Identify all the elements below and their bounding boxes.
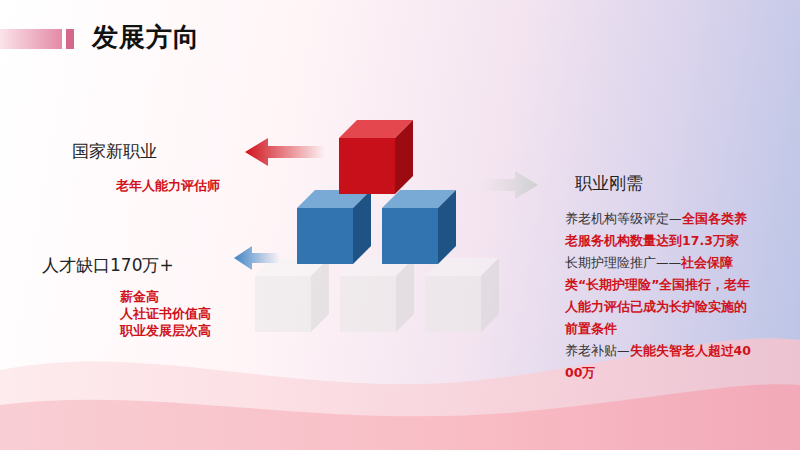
point-lead: 养老补贴—: [565, 343, 630, 358]
benefit-list: 薪金高 人社证书价值高 职业发展层次高: [120, 288, 211, 339]
section-heading: 职业刚需: [575, 172, 643, 195]
job-title: 老年人能力评估师: [116, 177, 220, 195]
point-lead: 长期护理险推广——: [565, 255, 681, 270]
benefit-item: 职业发展层次高: [120, 322, 211, 339]
section-heading: 人才缺口170万+: [42, 254, 174, 277]
benefit-item: 薪金高: [120, 288, 211, 305]
section-heading: 国家新职业: [72, 140, 157, 163]
benefit-item: 人社证书价值高: [120, 305, 211, 322]
point-lead: 养老机构等级评定—: [565, 211, 682, 226]
page-title: 发展方向: [92, 20, 200, 55]
demand-paragraph: 养老机构等级评定—全国各类养老服务机构数量达到17.3万家长期护理险推广——社会…: [565, 208, 757, 384]
